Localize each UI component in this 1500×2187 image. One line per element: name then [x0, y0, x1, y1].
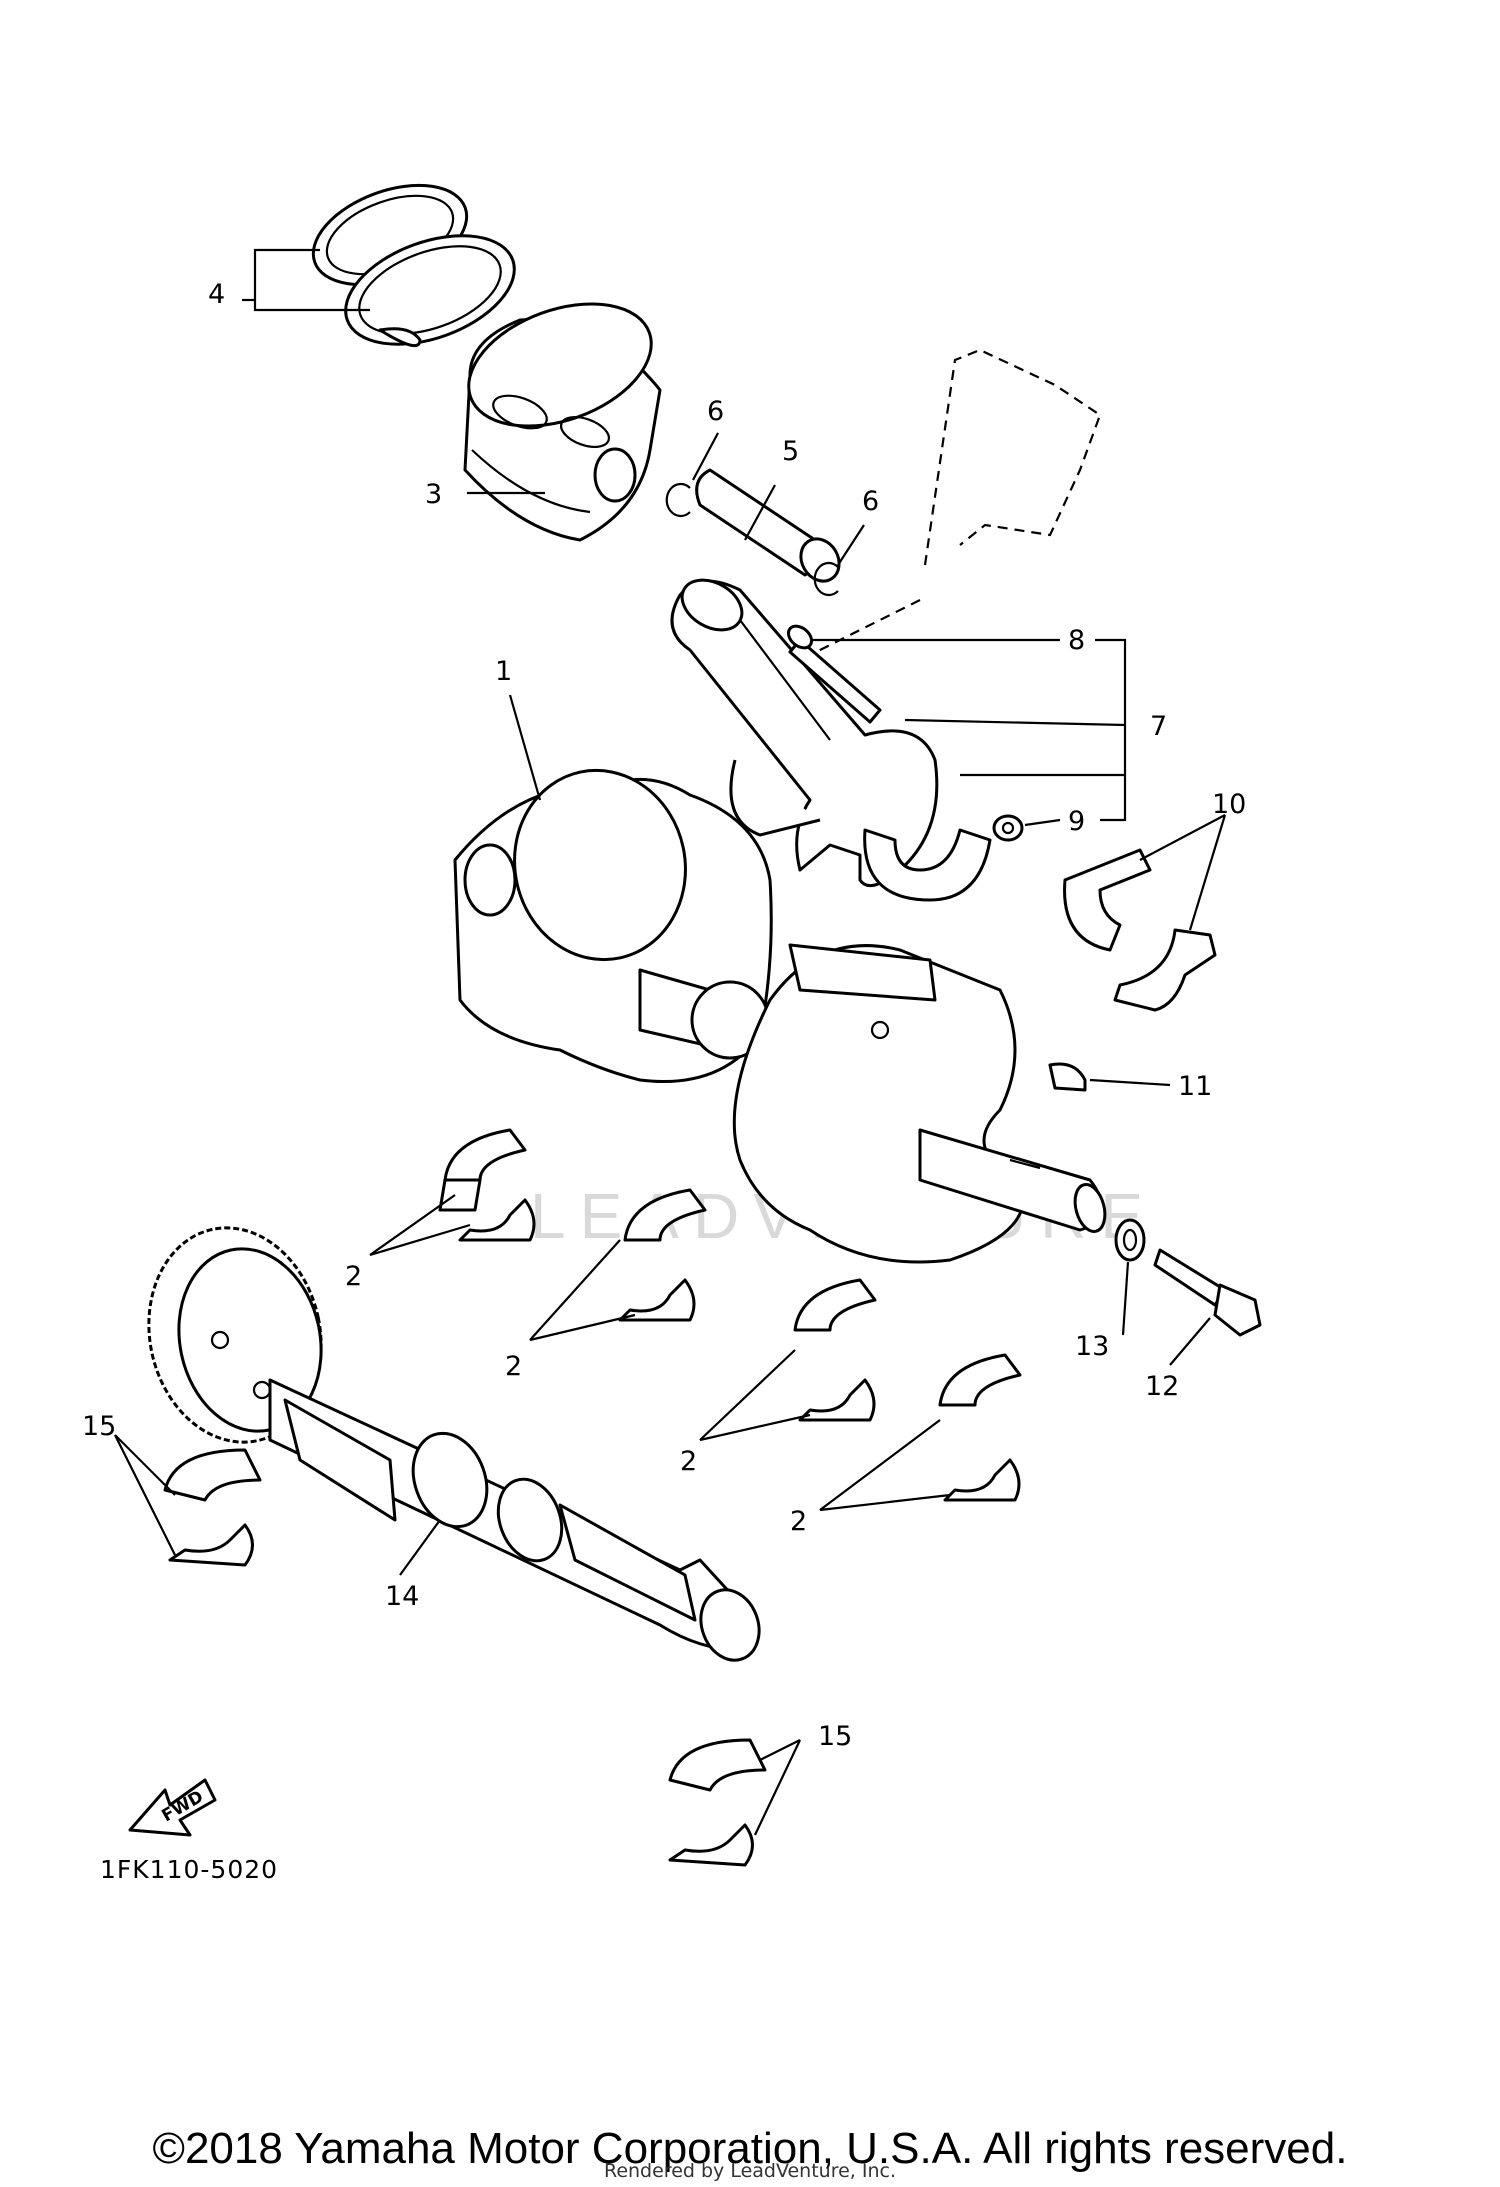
crankshaft-bolt[interactable] — [1153, 1248, 1262, 1337]
fwd-arrow-icon: FWD — [128, 1778, 217, 1837]
callout-2-c: 2 — [680, 1446, 697, 1477]
callout-12: 12 — [1145, 1371, 1179, 1402]
callout-6-a: 6 — [707, 396, 724, 427]
big-end-bearing-upper[interactable] — [1063, 848, 1152, 952]
balancer-bearing-right[interactable] — [668, 1738, 767, 1867]
callout-8: 8 — [1068, 625, 1085, 656]
callout-6-b: 6 — [862, 486, 879, 517]
balancer-bearing-left[interactable] — [163, 1448, 262, 1567]
callout-2-b: 2 — [505, 1351, 522, 1382]
woodruff-key[interactable] — [1048, 1062, 1087, 1092]
callout-3: 3 — [425, 479, 442, 510]
balancer-shaft[interactable] — [129, 1212, 768, 1669]
rendered-by-text: Rendered by LeadVenture, Inc. — [603, 2160, 897, 2182]
main-bearing-pair-2[interactable] — [618, 1188, 707, 1322]
piston-pin[interactable] — [695, 468, 847, 588]
callout-15-b: 15 — [818, 1721, 852, 1752]
callout-2-d: 2 — [790, 1506, 807, 1537]
main-bearing-pair-1[interactable] — [438, 1128, 536, 1242]
diagram-code: 1FK110-5020 — [100, 1855, 279, 1884]
conrod-bolt[interactable] — [784, 622, 882, 724]
engine-outline-dashed — [923, 348, 1102, 566]
callout-13: 13 — [1075, 1331, 1109, 1362]
callout-7: 7 — [1150, 711, 1167, 742]
callout-5: 5 — [782, 436, 799, 467]
circlip-right[interactable] — [813, 561, 839, 597]
callout-labels: 1 2 2 2 2 3 4 5 6 6 7 8 9 10 11 12 13 14… — [82, 279, 1246, 1752]
washer[interactable] — [1114, 1218, 1146, 1262]
callout-1: 1 — [495, 656, 512, 687]
callout-14: 14 — [385, 1581, 419, 1612]
piston-rings[interactable] — [300, 166, 529, 365]
callout-9: 9 — [1068, 806, 1085, 837]
callout-10: 10 — [1212, 789, 1246, 820]
main-bearing-pair-3[interactable] — [793, 1278, 877, 1422]
callout-4: 4 — [208, 279, 225, 310]
conrod-nut[interactable] — [992, 814, 1024, 842]
callout-2-a: 2 — [345, 1261, 362, 1292]
leader-lines — [114, 248, 1227, 1836]
connecting-rod[interactable] — [670, 570, 939, 888]
copyright-text: ©2018 Yamaha Motor Corporation, U.S.A. A… — [152, 2124, 1348, 2173]
piston[interactable] — [452, 281, 668, 542]
big-end-bearing-lower[interactable] — [1113, 928, 1217, 1012]
callout-15-a: 15 — [82, 1411, 116, 1442]
crankshaft[interactable] — [453, 754, 1110, 1264]
callout-11: 11 — [1178, 1071, 1212, 1102]
main-bearing-pair-4[interactable] — [938, 1353, 1022, 1502]
conrod-cap[interactable] — [863, 828, 992, 902]
circlip-left[interactable] — [665, 482, 691, 518]
